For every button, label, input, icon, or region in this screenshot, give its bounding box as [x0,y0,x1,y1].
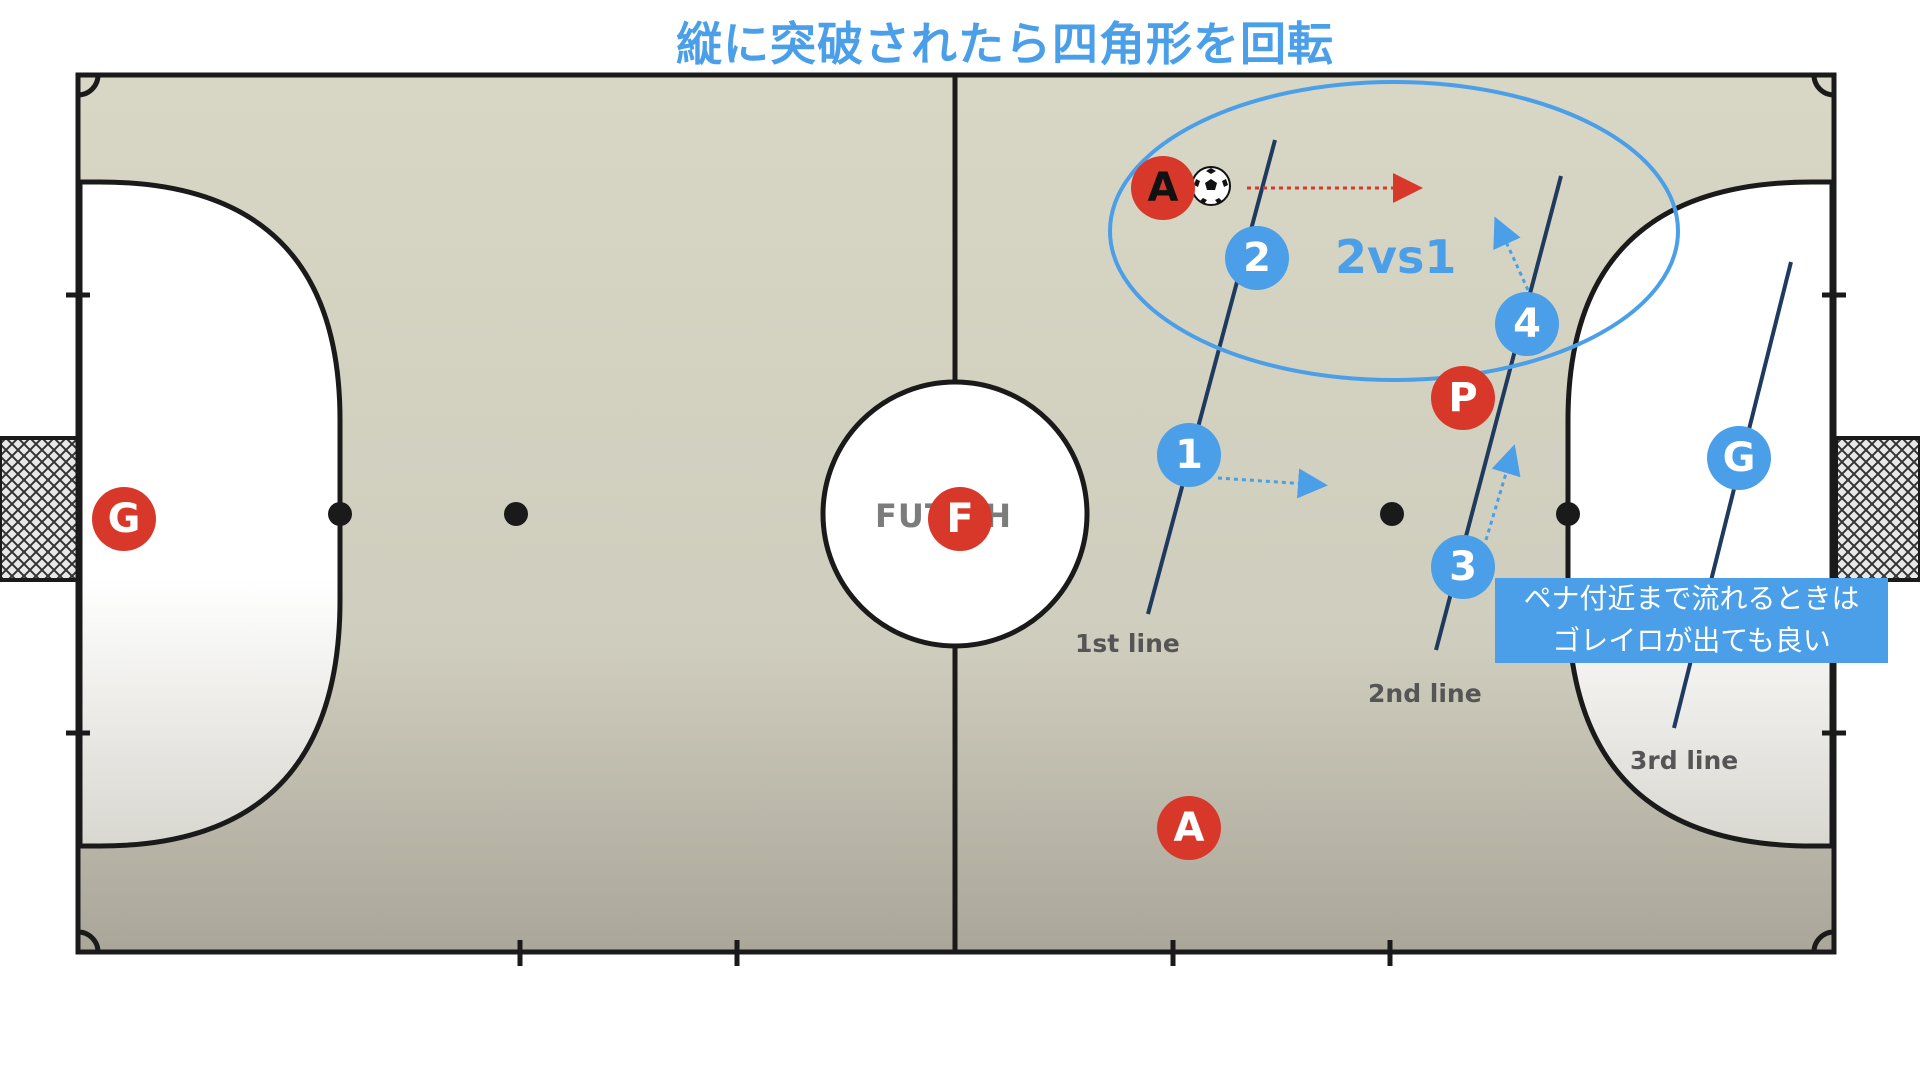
goalkeeper-callout: ペナ付近まで流れるときは ゴレイロが出ても良い [1495,578,1888,663]
corner-arc [77,929,101,953]
boundary-ticks [66,292,1846,966]
first-defensive-line [1146,139,1277,615]
diagram-title: 縦に突破されたら四角形を回転 [676,17,1334,71]
callout-line-1: ペナ付近まで流れるときは [1523,582,1860,615]
left-second-penalty-spot [504,502,528,526]
matchup-label: 2vs1 [1335,230,1457,284]
player-1-move-arrow [1217,468,1328,499]
two-vs-one-ellipse [1108,80,1680,382]
left-penalty-spot [328,502,352,526]
red-goalkeeper: G [92,487,156,551]
right-goal-net [1834,436,1920,582]
right-second-penalty-spot [1380,502,1404,526]
red-fixo: F [928,487,992,551]
left-penalty-area [77,179,343,849]
second-line-label: 2nd line [1368,679,1482,708]
callout-line-2: ゴレイロが出ても良い [1552,624,1831,657]
red-ala-ball-carrier: A [1131,156,1195,220]
red-ala-bottom: A [1157,796,1221,860]
left-goal-net [0,436,80,582]
soccer-ball-icon [1191,166,1231,206]
blue-player-2: 2 [1225,226,1289,290]
corner-arc [1811,929,1835,953]
right-penalty-spot [1556,502,1580,526]
blue-goalkeeper: G [1707,426,1771,490]
corner-arc [77,74,101,98]
third-line-label: 3rd line [1630,746,1739,775]
red-pivo: P [1431,366,1495,430]
first-line-label: 1st line [1075,629,1180,658]
blue-player-3: 3 [1431,535,1495,599]
blue-player-4: 4 [1495,292,1559,356]
blue-player-1: 1 [1157,423,1221,487]
corner-arc [1811,74,1835,98]
